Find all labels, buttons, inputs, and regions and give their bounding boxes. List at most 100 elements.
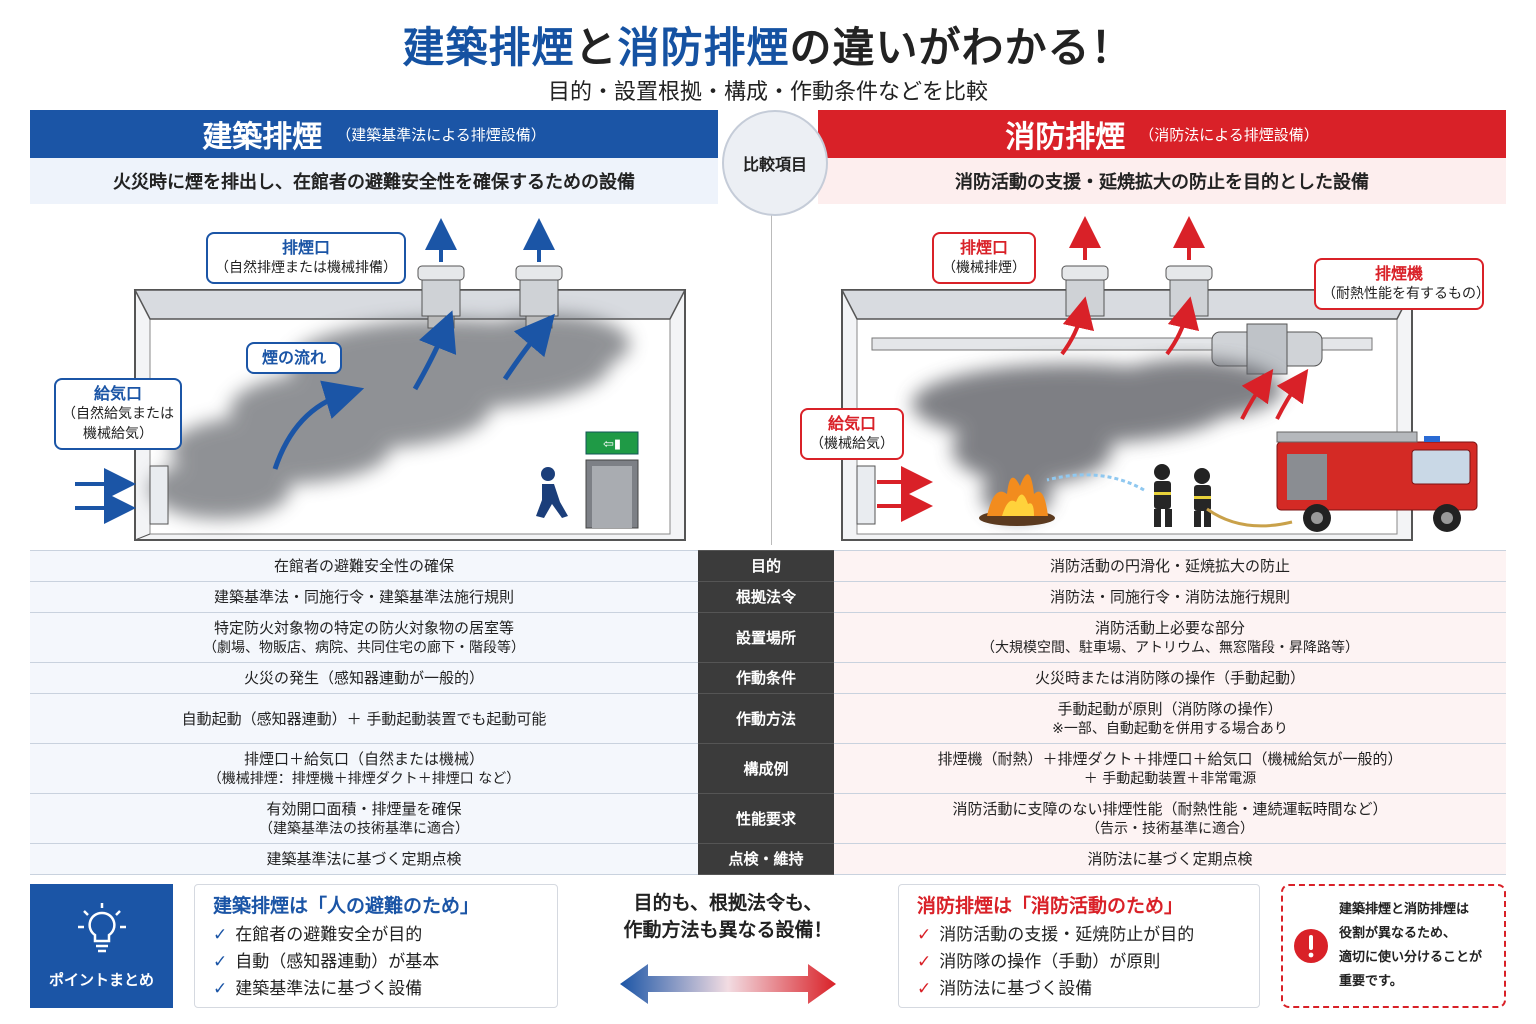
warning-note: 建築排煙と消防排煙は 役割が異なるため、 適切に使い分けることが 重要です。 [1281, 884, 1506, 1008]
table-row: 有効開口面積・排煙量を確保（建築基準法の技術基準に適合）性能要求消防活動に支障の… [30, 793, 1506, 844]
fire-icon [979, 474, 1055, 526]
table-cell-building: 有効開口面積・排煙量を確保 （建築基準法の技術基準に適合） [30, 793, 698, 844]
right-callout-inlet-title: 給気口 [827, 414, 876, 433]
water-spray [1046, 473, 1145, 492]
table-cell-fire: 手動起動が原則（消防隊の操作）※一部、自動起動を併用する場合あり [834, 693, 1506, 744]
right-callout-fan: 排煙機 （耐熱性能を有するもの） [1314, 258, 1490, 310]
table-cell-building-line: 有効開口面積・排煙量を確保 [266, 799, 462, 818]
table-cell-item: 作動方法 [698, 693, 834, 744]
table-cell-fire-line: 消防活動に支障のない排煙性能（耐熱性能・連続運転時間など） [952, 799, 1388, 818]
table-cell-fire-line: 消防法に基づく定期点検 [1087, 850, 1253, 868]
table-cell-building-line: 建築基準法・同施行令・建築基準法施行規則 [213, 588, 514, 606]
table-cell-item: 点検・維持 [698, 843, 834, 875]
summary-fire-title: 消防排煙は「消防活動のため」 [917, 895, 1184, 917]
title-and: と [574, 23, 618, 72]
check-icon: ✓ [213, 952, 228, 972]
warning-line: 役割が異なるため、 [1339, 926, 1457, 941]
points-summary-badge: ポイントまとめ [30, 884, 173, 1008]
table-cell-building: 建築基準法に基づく定期点検 [30, 843, 698, 875]
title-building-smoke: 建築排煙 [402, 23, 575, 72]
summary-building-item-text: 建築基準法に基づく設備 [235, 979, 423, 999]
table-row: 排煙口＋給気口（自然または機械）（機械排煙：排煙機＋排煙ダクト＋排煙口 など）構… [30, 743, 1506, 794]
table-cell-fire-line: ＋ 手動起動装置＋非常電源 [1083, 770, 1257, 787]
svg-text:⇦▮: ⇦▮ [603, 437, 621, 452]
table-cell-fire-line: 火災時または消防隊の操作（手動起動） [1034, 669, 1305, 687]
table-cell-fire: 消防法・同施行令・消防法施行規則 [834, 581, 1506, 613]
smoke-flow-arrow-4 [1275, 368, 1309, 420]
table-cell-building-line: （劇場、物販店、病院、共同住宅の廊下・階段等） [203, 639, 525, 656]
summary-building-item: ✓建築基準法に基づく設備 [213, 976, 539, 1003]
summary-middle-line2: 作動方法も異なる設備！ [623, 919, 833, 941]
table-cell-item: 目的 [698, 550, 834, 582]
right-description: 消防活動の支援・延焼拡大の防止を目的とした設備 [818, 158, 1506, 204]
table-row: 自動起動（感知器連動）＋ 手動起動装置でも起動可能作動方法手動起動が原則（消防隊… [30, 693, 1506, 744]
fire-hose [1206, 507, 1293, 528]
compare-items-badge: 比較項目 [722, 110, 828, 216]
right-callout-outlet: 排煙口 （機械排煙） [932, 232, 1036, 284]
ceiling [840, 289, 1414, 320]
right-header: 消防排煙 （消防法による排煙設備） [818, 110, 1506, 158]
lightbulb-icon [77, 902, 126, 952]
table-cell-building: 排煙口＋給気口（自然または機械） （機械排煙：排煙機＋排煙ダクト＋排煙口 など） [30, 743, 698, 794]
table-cell-building: 特定防火対象物の特定の防火対象物の居室等（劇場、物販店、病院、共同住宅の廊下・階… [30, 612, 698, 663]
table-row: 在館者の避難安全性の確保目的 消防活動の円滑化・延焼拡大の防止 [30, 550, 1506, 582]
table-cell-fire: 排煙機（耐熱）＋排煙ダクト＋排煙口＋給気口（機械給気が一般的） ＋ 手動起動装置＋… [834, 743, 1506, 794]
smoke-flow-arrow-3 [502, 313, 555, 381]
table-cell-fire-line: 消防活動の円滑化・延焼拡大の防止 [1049, 557, 1290, 575]
table-cell-fire: 消防活動に支障のない排煙性能（耐熱性能・連続運転時間など） （告示・技術基準に適合… [834, 793, 1506, 844]
table-cell-fire: 消防活動上必要な部分（大規模空間、駐車場、アトリウム、無窓階段・昇降路等） [834, 612, 1506, 663]
table-cell-fire: 火災時または消防隊の操作（手動起動） [834, 662, 1506, 694]
table-cell-building: 火災の発生（感知器連動が一般的） [30, 662, 698, 694]
table-cell-item: 作動条件 [698, 662, 834, 694]
summary-fire-item: ✓消防隊の操作（手動）が原則 [917, 949, 1241, 976]
check-icon: ✓ [213, 925, 228, 945]
right-callout-inlet-sub: （機械給気） [810, 436, 894, 452]
right-callout-outlet-sub: （機械排煙） [942, 260, 1026, 276]
page-subtitle: 目的・設置根拠・構成・作動条件などを比較 [547, 80, 988, 105]
table-row: 建築基準法に基づく定期点検点検・維持 消防法に基づく定期点検 [30, 843, 1506, 875]
comparison-table: 在館者の避難安全性の確保目的 消防活動の円滑化・延焼拡大の防止建築基準法・同施行令… [30, 550, 1506, 875]
right-header-title: 消防排煙 [1005, 120, 1126, 155]
summary-fire-item: ✓消防法に基づく設備 [917, 976, 1241, 1003]
right-callout-fan-sub: （耐熱性能を有するもの） [1322, 286, 1490, 302]
smoke-vent-2 [1165, 265, 1213, 317]
summary-building-item: ✓自動（感知器連動）が基本 [213, 949, 539, 976]
left-callout-outlet-title: 排煙口 [281, 238, 330, 257]
table-cell-building-line: （建築基準法の技術基準に適合） [259, 820, 469, 837]
table-cell-fire-line: 消防法・同施行令・消防法施行規則 [1049, 588, 1290, 606]
warning-line: 建築排煙と消防排煙は [1339, 902, 1470, 917]
table-cell-fire-line: 排煙機（耐熱）＋排煙ダクト＋排煙口＋給気口（機械給気が一般的） [937, 749, 1403, 768]
exit-sign [585, 431, 639, 455]
air-inlet-window [856, 465, 876, 525]
page-title: 建築排煙と消防排煙の違いがわかる！ [0, 14, 1536, 75]
table-cell-building: 建築基準法・同施行令・建築基準法施行規則 [30, 581, 698, 613]
exclamation-icon [1294, 929, 1328, 963]
table-cell-fire-line: （告示・技術基準に適合） [1086, 820, 1254, 837]
table-cell-building-line: （機械排煙：排煙機＋排煙ダクト＋排煙口 など） [207, 770, 521, 787]
ceiling [133, 289, 687, 320]
left-callout-outlet-sub: （自然排煙または機械排備） [215, 260, 397, 276]
left-callout-flow-label: 煙の流れ [261, 348, 326, 367]
right-header-law: （消防法による排煙設備） [1139, 125, 1319, 144]
right-callout-inlet: 給気口 （機械給気） [800, 408, 904, 460]
table-cell-fire: 消防法に基づく定期点検 [834, 843, 1506, 875]
left-callout-flow: 煙の流れ [246, 342, 342, 374]
left-header-law: （建築基準法による排煙設備） [336, 125, 546, 144]
smoke-flow-arrow-1 [1060, 296, 1095, 356]
table-cell-building-line: 排煙口＋給気口（自然または機械） [243, 749, 484, 768]
right-callout-fan-title: 排煙機 [1374, 264, 1423, 283]
smoke-cloud [912, 359, 1282, 519]
summary-fire-item-text: 消防隊の操作（手動）が原則 [939, 952, 1161, 972]
fire-truck-icon [1276, 431, 1478, 532]
warning-text: 建築排煙と消防排煙は 役割が異なるため、 適切に使い分けることが 重要です。 [1339, 898, 1482, 994]
double-arrow-icon [620, 964, 836, 1004]
summary-building-item: ✓在館者の避難安全が目的 [213, 922, 539, 949]
left-callout-inlet-title: 給気口 [93, 384, 142, 403]
firefighter-icon [1154, 464, 1211, 527]
table-cell-building-line: 火災の発生（感知器連動が一般的） [243, 669, 484, 687]
table-cell-item: 根拠法令 [698, 581, 834, 613]
table-cell-building: 在館者の避難安全性の確保 [30, 550, 698, 582]
table-cell-fire-line: 手動起動が原則（消防隊の操作） [1057, 699, 1283, 718]
warning-line: 適切に使い分けることが [1339, 950, 1483, 965]
title-suffix: の違いがわかる！ [789, 23, 1134, 72]
